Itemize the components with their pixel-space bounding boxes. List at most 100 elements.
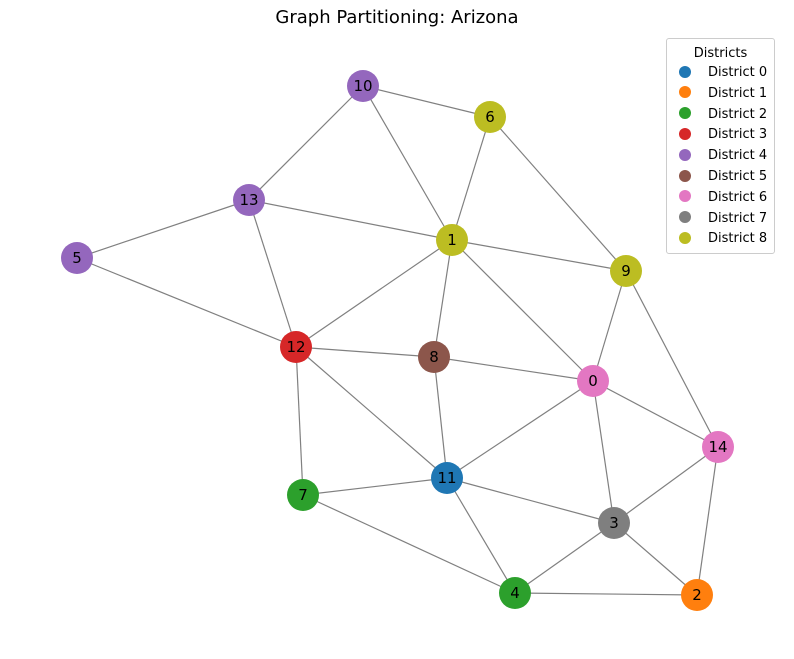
edge-14-2 (696, 446, 719, 596)
node-7: 7 (287, 479, 319, 511)
edge-5-12 (76, 257, 297, 348)
edge-13-1 (248, 199, 453, 241)
legend-swatch (679, 65, 691, 78)
node-12: 12 (280, 331, 312, 363)
legend-label: District 3 (708, 127, 768, 143)
edge-13-5 (76, 199, 250, 259)
node-9: 9 (610, 255, 642, 287)
node-14: 14 (702, 431, 734, 463)
node-9-label: 9 (621, 262, 631, 280)
node-12-circle (280, 331, 312, 363)
edge-4-2 (514, 592, 698, 596)
node-2-circle (681, 579, 713, 611)
node-5-circle (61, 242, 93, 274)
edge-1-0 (451, 239, 594, 382)
node-8: 8 (418, 341, 450, 373)
legend-swatch (679, 148, 691, 161)
edge-1-12 (295, 239, 453, 348)
edge-10-1 (362, 85, 453, 241)
node-8-circle (418, 341, 450, 373)
edge-12-8 (295, 346, 435, 358)
chart-title: Graph Partitioning: Arizona (275, 7, 519, 28)
node-10-label: 10 (353, 77, 372, 95)
node-11-circle (431, 462, 463, 494)
edge-0-14 (592, 380, 719, 448)
edge-0-11 (446, 380, 594, 479)
node-2: 2 (681, 579, 713, 611)
legend-item-district-5: District 5 (679, 167, 767, 187)
node-13-label: 13 (239, 191, 258, 209)
edge-1-8 (433, 239, 453, 358)
legend-swatch (679, 107, 691, 120)
edge-14-3 (613, 446, 719, 524)
node-0: 0 (577, 365, 609, 397)
node-11: 11 (431, 462, 463, 494)
legend-item-district-3: District 3 (679, 125, 767, 145)
edge-12-7 (295, 346, 304, 496)
edge-9-14 (625, 270, 719, 448)
legend-item-district-6: District 6 (679, 188, 767, 208)
legend-swatch (679, 169, 691, 182)
node-6-label: 6 (485, 108, 495, 126)
legend-label: District 5 (708, 169, 768, 184)
node-11-label: 11 (437, 469, 456, 487)
edge-8-0 (433, 356, 594, 382)
node-0-circle (577, 365, 609, 397)
legend-label: District 8 (708, 231, 768, 247)
legend-label: District 1 (708, 85, 768, 101)
legend-item-district-4: District 4 (679, 146, 767, 166)
node-3: 3 (598, 507, 630, 539)
node-5: 5 (61, 242, 93, 274)
edge-1-9 (451, 239, 627, 272)
node-6-circle (474, 101, 506, 133)
edge-9-0 (592, 270, 627, 382)
node-9-circle (610, 255, 642, 287)
legend-item-district-1: District 1 (679, 84, 767, 104)
legend-label: District 6 (708, 189, 768, 205)
legend-swatch (679, 190, 691, 203)
edge-3-2 (613, 522, 698, 596)
node-10-circle (347, 70, 379, 102)
edge-0-3 (592, 380, 615, 524)
legend: Districts District 0 District 1 District 2… (666, 38, 775, 254)
node-13: 13 (233, 184, 265, 216)
edge-10-13 (248, 85, 364, 201)
node-5-label: 5 (72, 249, 82, 267)
node-6: 6 (474, 101, 506, 133)
legend-item-district-0: District 0 (679, 63, 767, 83)
node-7-label: 7 (298, 486, 308, 504)
edge-layer (76, 85, 719, 596)
node-4-circle (499, 577, 531, 609)
node-1-label: 1 (447, 231, 457, 249)
legend-label: District 0 (708, 65, 768, 80)
edge-6-9 (489, 116, 627, 272)
node-3-label: 3 (609, 514, 619, 532)
node-13-circle (233, 184, 265, 216)
legend-title: Districts (693, 46, 748, 61)
node-4: 4 (499, 577, 531, 609)
legend-label: District 2 (708, 106, 768, 122)
node-14-label: 14 (708, 438, 727, 456)
legend-label: District 7 (708, 210, 768, 226)
node-7-circle (287, 479, 319, 511)
edge-3-4 (514, 522, 615, 594)
node-2-label: 2 (692, 586, 702, 604)
node-0-label: 0 (588, 372, 598, 390)
edge-7-4 (302, 494, 516, 594)
legend-item-district-7: District 7 (679, 209, 767, 229)
node-3-circle (598, 507, 630, 539)
node-8-label: 8 (429, 348, 439, 366)
edge-11-3 (446, 477, 615, 524)
node-12-label: 12 (286, 338, 305, 356)
legend-swatch (679, 127, 691, 140)
legend-swatch (679, 211, 691, 224)
edge-11-7 (302, 477, 448, 496)
edge-10-6 (362, 85, 491, 118)
legend-item-district-2: District 2 (679, 105, 767, 125)
node-14-circle (702, 431, 734, 463)
edge-13-12 (248, 199, 297, 348)
edge-11-4 (446, 477, 516, 594)
legend-item-district-8: District 8 (679, 229, 767, 249)
